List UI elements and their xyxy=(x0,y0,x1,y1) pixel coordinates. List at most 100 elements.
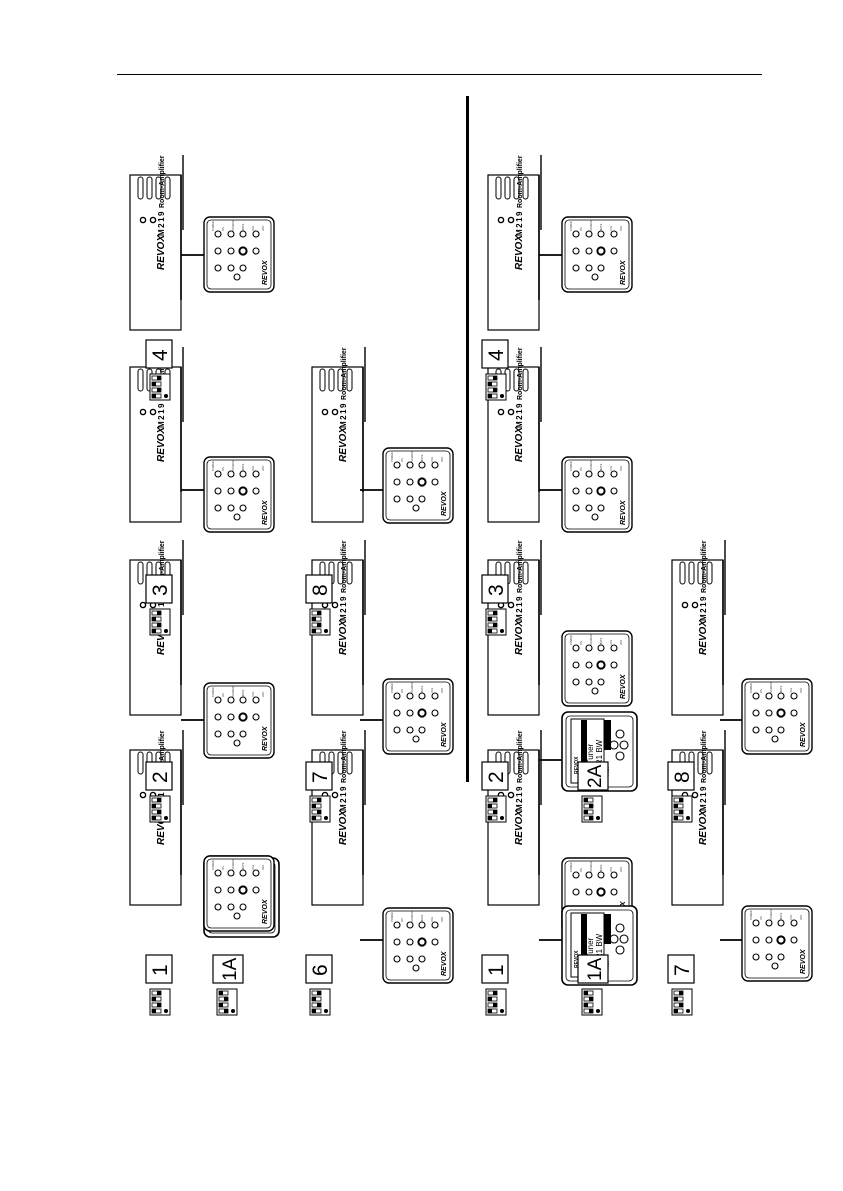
led-icon xyxy=(331,791,339,799)
led-icon xyxy=(149,216,157,224)
keypad-button-icon xyxy=(585,487,593,495)
keypad-button-icon xyxy=(597,264,605,272)
brand-logo: REVOX xyxy=(514,619,525,655)
keypad-label: VOL xyxy=(609,225,613,231)
keypad-button-icon xyxy=(765,919,773,927)
keypad-button-icon xyxy=(418,726,426,734)
keypad-label: MUTE xyxy=(241,862,245,870)
keypad-button-icon xyxy=(777,919,785,927)
led-icon xyxy=(139,216,147,224)
keypad-brand-logo: REVOX xyxy=(262,259,269,285)
keypad-button-icon xyxy=(597,504,605,512)
address-number: 1 xyxy=(149,964,172,976)
keypad-button-icon xyxy=(431,461,439,469)
keypad-button-icon xyxy=(752,726,760,734)
keypad-button-icon xyxy=(252,886,260,894)
keypad-button-icon xyxy=(214,869,222,877)
keypad-button-icon xyxy=(406,495,414,503)
keypad-button-icon xyxy=(239,504,247,512)
amplifier-front-panel xyxy=(129,174,182,331)
keypad-button-icon xyxy=(393,461,401,469)
dip-switch-icon xyxy=(485,988,507,1016)
keypad-button-icon xyxy=(572,661,580,669)
keypad-label: MUTE xyxy=(241,689,245,697)
keypad-button-icon xyxy=(214,230,222,238)
keypad-label: VOL xyxy=(789,914,793,920)
keypad-button-icon xyxy=(214,470,222,478)
keypad-label: MUTE xyxy=(599,223,603,231)
keypad-label: SOURCE xyxy=(231,460,235,471)
product-label: Room-Amplifier xyxy=(517,155,524,208)
keypad-button-icon xyxy=(572,871,580,879)
address-box xyxy=(145,574,173,604)
keypad-button-icon xyxy=(238,712,248,722)
led-icon xyxy=(139,601,147,609)
keypad-label: VOL xyxy=(609,866,613,872)
keypad-button-icon xyxy=(252,247,260,255)
address-box xyxy=(305,574,333,604)
keypad-button-icon xyxy=(252,713,260,721)
keypad-button-icon xyxy=(417,937,427,947)
keypad-button-icon xyxy=(790,709,798,717)
keypad-button-icon xyxy=(239,470,247,478)
keypad-label: ON xyxy=(400,689,404,693)
keypad-label: ON xyxy=(221,866,225,870)
display-brand-label: REVOX xyxy=(574,756,580,774)
model-label: M219 xyxy=(699,595,708,621)
keypad-button-icon xyxy=(765,936,773,944)
keypad-button-icon xyxy=(393,726,401,734)
address-tag: 1A xyxy=(212,954,244,1016)
keypad-button-icon xyxy=(233,513,241,521)
keypad-label: ON xyxy=(579,227,583,231)
keypad-button-icon xyxy=(406,709,414,717)
address-box xyxy=(145,339,173,369)
address-number: 7 xyxy=(309,771,332,783)
keypad-button-icon xyxy=(227,869,235,877)
keypad-button-icon xyxy=(393,709,401,717)
keypad-label: SOURCE xyxy=(410,451,414,462)
keypad-button-icon xyxy=(596,887,606,897)
keypad-button-icon xyxy=(596,660,606,670)
keypad-button-icon xyxy=(239,730,247,738)
keypad-button-icon xyxy=(610,888,618,896)
keypad-label: POWER xyxy=(749,683,753,693)
dip-switch-icon xyxy=(581,988,603,1016)
keypad-button-icon xyxy=(431,692,439,700)
amplifier-front-panel xyxy=(311,366,364,523)
keypad-button-icon xyxy=(214,504,222,512)
address-box xyxy=(667,954,695,984)
keypad-button-icon xyxy=(790,919,798,927)
top-rule xyxy=(117,74,762,75)
keypad-button-icon xyxy=(252,230,260,238)
address-number: 4 xyxy=(485,349,508,361)
led-icon xyxy=(331,408,339,416)
keypad-label: OFF xyxy=(619,866,623,872)
panel-divider xyxy=(466,96,469,782)
keypad-button-icon xyxy=(233,912,241,920)
keypad-label: OFF xyxy=(261,691,265,697)
product-label: Room-Amplifier xyxy=(517,347,524,400)
led-icon xyxy=(507,408,515,416)
address-box xyxy=(481,339,509,369)
keypad-button-icon xyxy=(591,273,599,281)
dip-switch-icon xyxy=(671,795,693,823)
keypad-button-icon xyxy=(406,726,414,734)
keypad-button-icon xyxy=(412,735,420,743)
keypad-button-icon xyxy=(765,692,773,700)
keypad-brand-logo: REVOX xyxy=(441,950,448,976)
keypad-label: SOURCE xyxy=(769,909,773,920)
address-box xyxy=(667,761,695,791)
keypad-button-icon xyxy=(790,936,798,944)
keypad-label: SOURCE xyxy=(410,911,414,922)
keypad-button-icon xyxy=(752,709,760,717)
keypad-button-icon xyxy=(233,273,241,281)
display-button-icon xyxy=(609,740,619,750)
